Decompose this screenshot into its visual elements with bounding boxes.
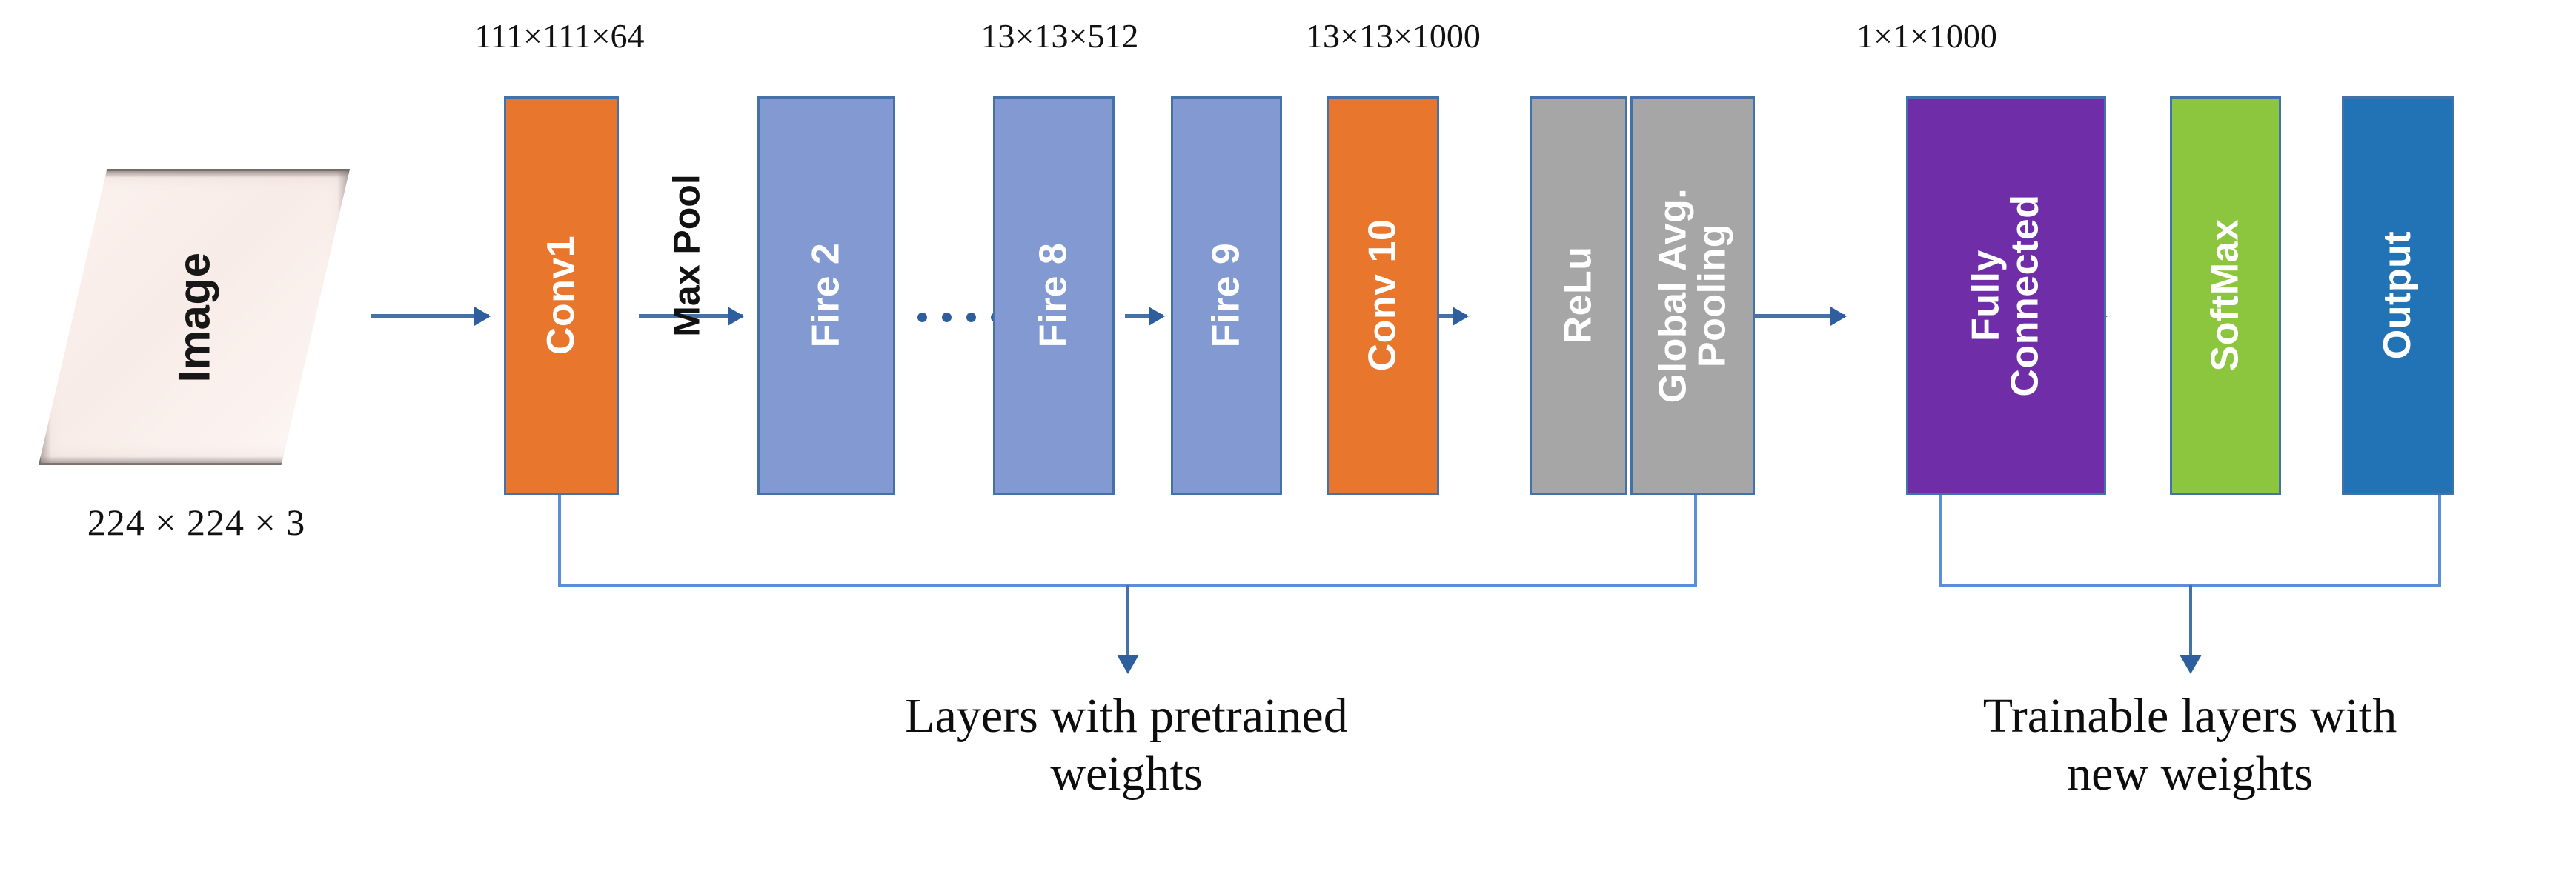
bracket-trainable-layers	[1939, 495, 2441, 587]
bracket-stem-trainable	[2189, 585, 2192, 656]
dim-label-conv1: 111×111×64	[474, 17, 645, 55]
layer-bar-fire2[interactable]: Fire 2	[757, 96, 895, 495]
layer-bar-conv10[interactable]: Conv 10	[1327, 96, 1439, 495]
input-image-label-wrap: Image	[39, 169, 350, 465]
layer-bar-output[interactable]: Output	[2342, 96, 2454, 495]
arrow-fire8-to-fire9	[1125, 314, 1163, 318]
bracket-pretrained-layers	[558, 495, 1697, 587]
group-caption-trainable: Trainable layers with new weights	[1734, 687, 2576, 803]
layer-bar-conv1[interactable]: Conv1	[504, 96, 619, 495]
layer-bar-fire8[interactable]: Fire 8	[993, 96, 1115, 495]
input-image-shape: Image	[39, 169, 350, 465]
group-caption-trainable-line2: new weights	[2067, 746, 2313, 801]
layer-label-fire8: Fire 8	[1032, 243, 1075, 348]
group-caption-trainable-line1: Trainable layers with	[1982, 689, 2397, 743]
layer-label-softmax: SoftMax	[2203, 219, 2247, 372]
dim-label-fire9: 13×13×512	[980, 17, 1139, 55]
layer-label-conv1: Conv1	[539, 236, 582, 356]
layer-bar-softmax[interactable]: SoftMax	[2170, 96, 2281, 495]
input-image-label: Image	[169, 252, 219, 382]
input-dimensions-label: 224 × 224 × 3	[87, 501, 306, 543]
max-pool-annotation: Max Pool	[631, 96, 743, 415]
arrow-conv1-to-fire2	[639, 314, 743, 318]
bracket-stem-pretrained	[1126, 585, 1129, 656]
group-caption-pretrained-line1: Layers with pretrained	[905, 689, 1348, 743]
layer-bar-fire9[interactable]: Fire 9	[1171, 96, 1282, 495]
group-caption-pretrained-line2: weights	[1050, 746, 1203, 801]
layer-label-relu: ReLu	[1556, 247, 1600, 344]
layer-label-fire2: Fire 2	[804, 243, 848, 348]
max-pool-label: Max Pool	[666, 174, 708, 337]
layer-bar-relu[interactable]: ReLu	[1530, 96, 1627, 495]
layer-label-conv10: Conv 10	[1361, 219, 1404, 372]
layer-bar-global-avg-pooling[interactable]: Global Avg.Pooling	[1630, 96, 1755, 495]
arrow-image-to-conv1	[371, 314, 489, 318]
group-caption-pretrained: Layers with pretrained weights	[652, 687, 1601, 803]
dim-label-conv10: 13×13×1000	[1306, 17, 1481, 55]
layer-label-global-avg-pooling: Global Avg.Pooling	[1650, 187, 1733, 404]
layer-label-fire9: Fire 9	[1204, 243, 1248, 348]
dim-label-fc: 1×1×1000	[1856, 17, 1997, 55]
arrow-pooling-to-fc	[1727, 314, 1845, 318]
layer-label-output: Output	[2376, 231, 2420, 360]
